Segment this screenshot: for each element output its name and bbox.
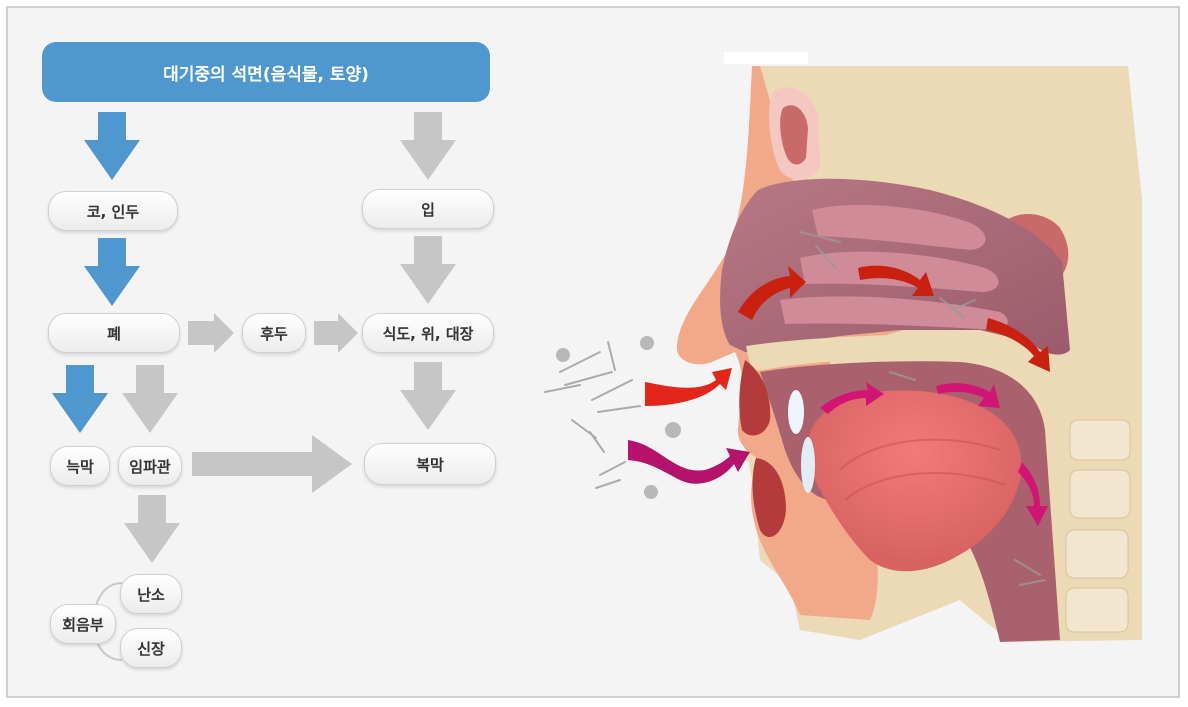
upper-tooth (788, 390, 804, 434)
vertebra (1070, 420, 1130, 460)
air-inflow-arrow (645, 368, 732, 406)
vertebra (1066, 588, 1128, 632)
asbestos-particles (556, 336, 681, 499)
food-inflow-arrow (628, 440, 750, 484)
vertebra (1070, 470, 1130, 518)
lower-tooth (801, 437, 815, 493)
vertebra (1066, 530, 1128, 578)
